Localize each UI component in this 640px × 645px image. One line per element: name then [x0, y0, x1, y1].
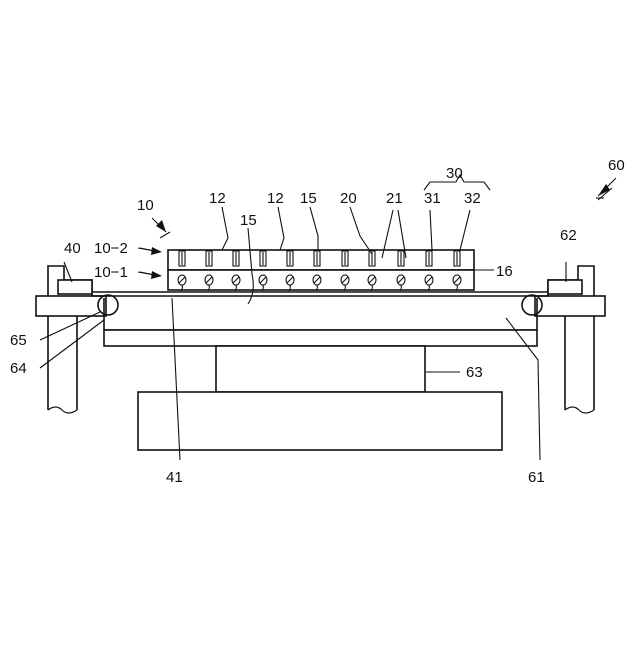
pillar-63 [216, 346, 425, 392]
right-clamp-62 [548, 280, 582, 294]
label-12-left: 12 [209, 190, 226, 207]
label-65: 65 [10, 332, 27, 349]
arrow-10 [152, 218, 166, 232]
label-41: 41 [166, 469, 183, 486]
label-16: 16 [496, 263, 513, 280]
label-30: 30 [446, 165, 463, 182]
arrow-10-2 [140, 247, 162, 255]
label-15-left: 15 [240, 212, 257, 229]
base-block [138, 392, 502, 450]
arrow-10-1 [140, 271, 162, 279]
label-10-1: 10−1 [94, 264, 128, 281]
label-64: 64 [10, 360, 27, 377]
label-12-right: 12 [267, 190, 284, 207]
sheet-film [92, 292, 548, 296]
arrow-60 [598, 178, 616, 196]
label-61: 61 [528, 469, 545, 486]
label-40: 40 [64, 240, 81, 257]
workpiece-10 [168, 250, 474, 290]
label-31: 31 [424, 190, 441, 207]
label-21: 21 [386, 190, 403, 207]
base-plate [104, 330, 537, 346]
label-63: 63 [466, 364, 483, 381]
label-60: 60 [608, 157, 625, 174]
label-32: 32 [464, 190, 481, 207]
label-62: 62 [560, 227, 577, 244]
stage-frame-64 [104, 298, 537, 330]
label-20: 20 [340, 190, 357, 207]
left-clamp-40 [58, 280, 92, 294]
label-15-right: 15 [300, 190, 317, 207]
label-10-2: 10−2 [94, 240, 128, 257]
label-10: 10 [137, 197, 154, 214]
